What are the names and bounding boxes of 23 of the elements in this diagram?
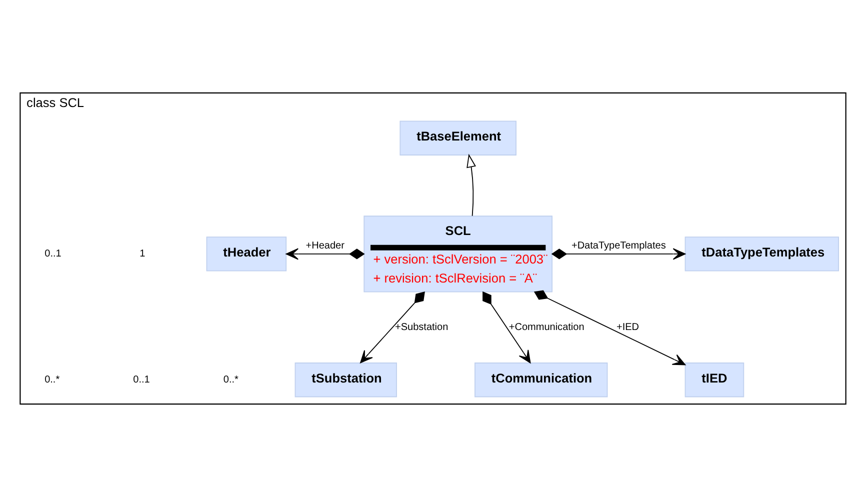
- arrow: [534, 290, 686, 365]
- edge-label: +Communication: [508, 321, 584, 332]
- label: 0..1: [44, 248, 62, 260]
- edge-label: +DataTypeTemplates: [571, 240, 666, 251]
- edge-label: +Substation: [395, 321, 448, 332]
- edge-label: +Header: [306, 240, 344, 251]
- node-box: tIED: [684, 362, 744, 397]
- arrow: [360, 291, 425, 363]
- node-box: tDataTypeTemplates: [684, 236, 839, 271]
- edge-label: +IED: [616, 321, 640, 332]
- node-box: tCommunication: [474, 362, 608, 397]
- node-box: tBaseElement: [400, 120, 516, 155]
- arrow: [482, 290, 531, 363]
- arrow: [286, 248, 365, 260]
- label: 0..*: [44, 374, 60, 385]
- label: 0..*: [223, 374, 238, 385]
- label: 1: [140, 248, 146, 260]
- arrow: [466, 153, 476, 216]
- node-box: tSubstation: [294, 362, 397, 397]
- label: 0..1: [133, 374, 150, 385]
- arrow: [551, 248, 686, 260]
- node-box: SCL + version: tSclVersion = ¨2003¨ + revision: tSclRevision = ¨A¨: [364, 215, 553, 292]
- node-box: tHeader: [206, 236, 287, 271]
